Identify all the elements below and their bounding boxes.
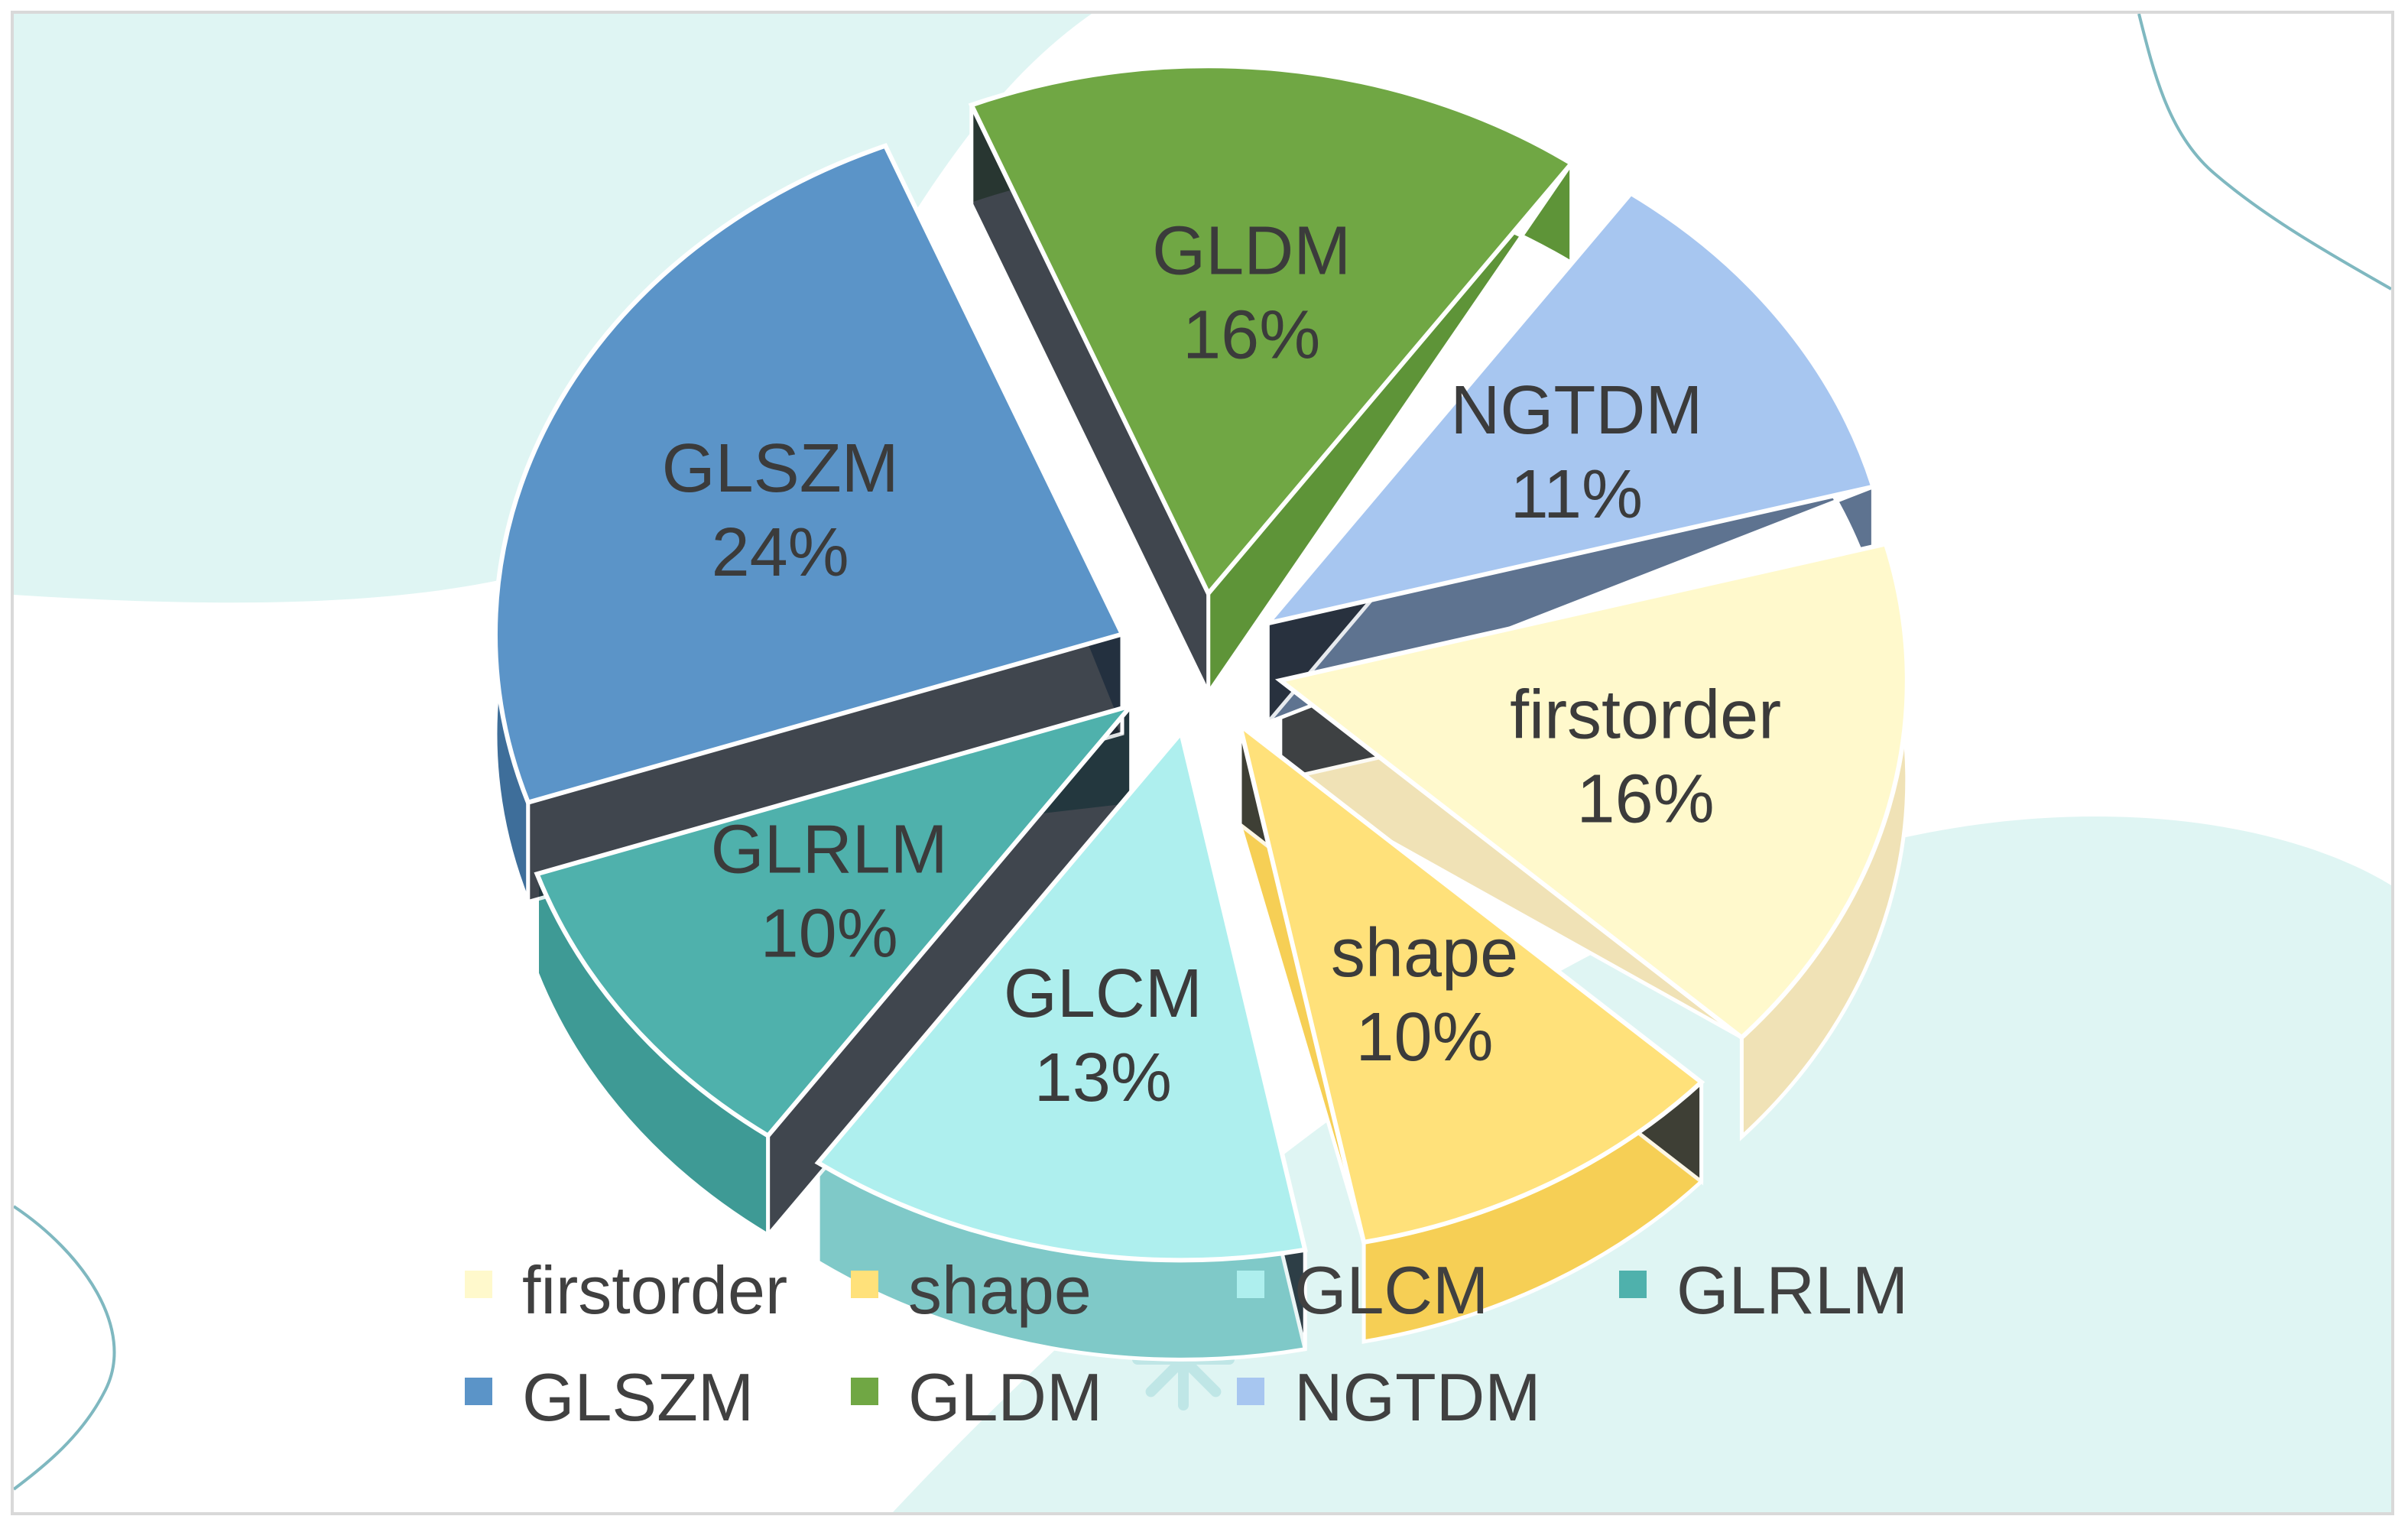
slice-percent-shape: 10%	[1355, 999, 1493, 1076]
legend-label-glcm: GLCM	[1294, 1252, 1488, 1328]
pie-slice-gldm	[968, 63, 1576, 598]
slice-percent-firstorder: 16%	[1577, 761, 1715, 838]
legend-item-glszm: GLSZM	[465, 1359, 754, 1435]
decor-line-bottom-left	[14, 1205, 116, 1491]
legend-label-glrlm: GLRLM	[1676, 1252, 1908, 1328]
slice-label-glcm: GLCM	[1004, 956, 1202, 1032]
pie-slice-shape	[1236, 719, 1705, 1245]
legend-item-glrlm: GLRLM	[1619, 1252, 1908, 1328]
legend-item-firstorder: firstorder	[465, 1252, 787, 1328]
slice-label-shape: shape	[1331, 915, 1518, 992]
slice-label-glrlm: GLRLM	[711, 812, 948, 888]
pie-top-faces	[492, 63, 1910, 1263]
legend-swatch-ngtdm	[1237, 1378, 1264, 1405]
slice-percent-glszm: 24%	[712, 515, 849, 591]
legend-item-glcm: GLCM	[1237, 1252, 1488, 1328]
legend-swatch-glrlm	[1619, 1271, 1647, 1298]
pie-slice-glcm	[814, 727, 1308, 1263]
chart-canvas: firstorder16%shape10%GLCM13%GLRLM10%GLSZ…	[14, 14, 2391, 1512]
legend-item-shape: shape	[851, 1252, 1092, 1328]
slice-percent-glrlm: 10%	[761, 896, 898, 972]
legend-item-ngtdm: NGTDM	[1237, 1359, 1541, 1435]
decor-line-top-right	[2137, 14, 2391, 291]
legend-label-glszm: GLSZM	[522, 1359, 754, 1435]
legend-item-gldm: GLDM	[851, 1359, 1102, 1435]
slice-percent-gldm: 16%	[1183, 297, 1320, 374]
legend: firstorder shape GLCM GLRLM GLSZM GLDM NGTDM	[465, 1252, 1908, 1435]
slice-label-ngtdm: NGTDM	[1450, 372, 1702, 449]
legend-swatch-glcm	[1237, 1271, 1264, 1298]
slice-percent-ngtdm: 11%	[1511, 456, 1643, 533]
slice-label-firstorder: firstorder	[1510, 677, 1781, 754]
background-blob-top-left	[14, 14, 1092, 603]
legend-label-gldm: GLDM	[908, 1359, 1102, 1435]
legend-label-ngtdm: NGTDM	[1294, 1359, 1541, 1435]
legend-label-firstorder: firstorder	[522, 1252, 787, 1328]
legend-swatch-gldm	[851, 1378, 878, 1405]
slice-label-glszm: GLSZM	[662, 430, 899, 507]
legend-swatch-glszm	[465, 1378, 492, 1405]
pie-slice-ngtdm	[1261, 190, 1877, 628]
pie-data-labels: firstorder16%shape10%GLCM13%GLRLM10%GLSZ…	[662, 213, 1782, 1116]
pie-slice-glszm	[492, 142, 1126, 806]
legend-swatch-shape	[851, 1271, 878, 1298]
legend-label-shape: shape	[908, 1252, 1092, 1328]
pie-slice-firstorder	[1274, 541, 1910, 1040]
slice-label-gldm: GLDM	[1152, 213, 1351, 290]
pie-slice-glrlm	[534, 701, 1138, 1139]
slice-percent-glcm: 13%	[1034, 1040, 1172, 1116]
legend-swatch-firstorder	[465, 1271, 492, 1298]
